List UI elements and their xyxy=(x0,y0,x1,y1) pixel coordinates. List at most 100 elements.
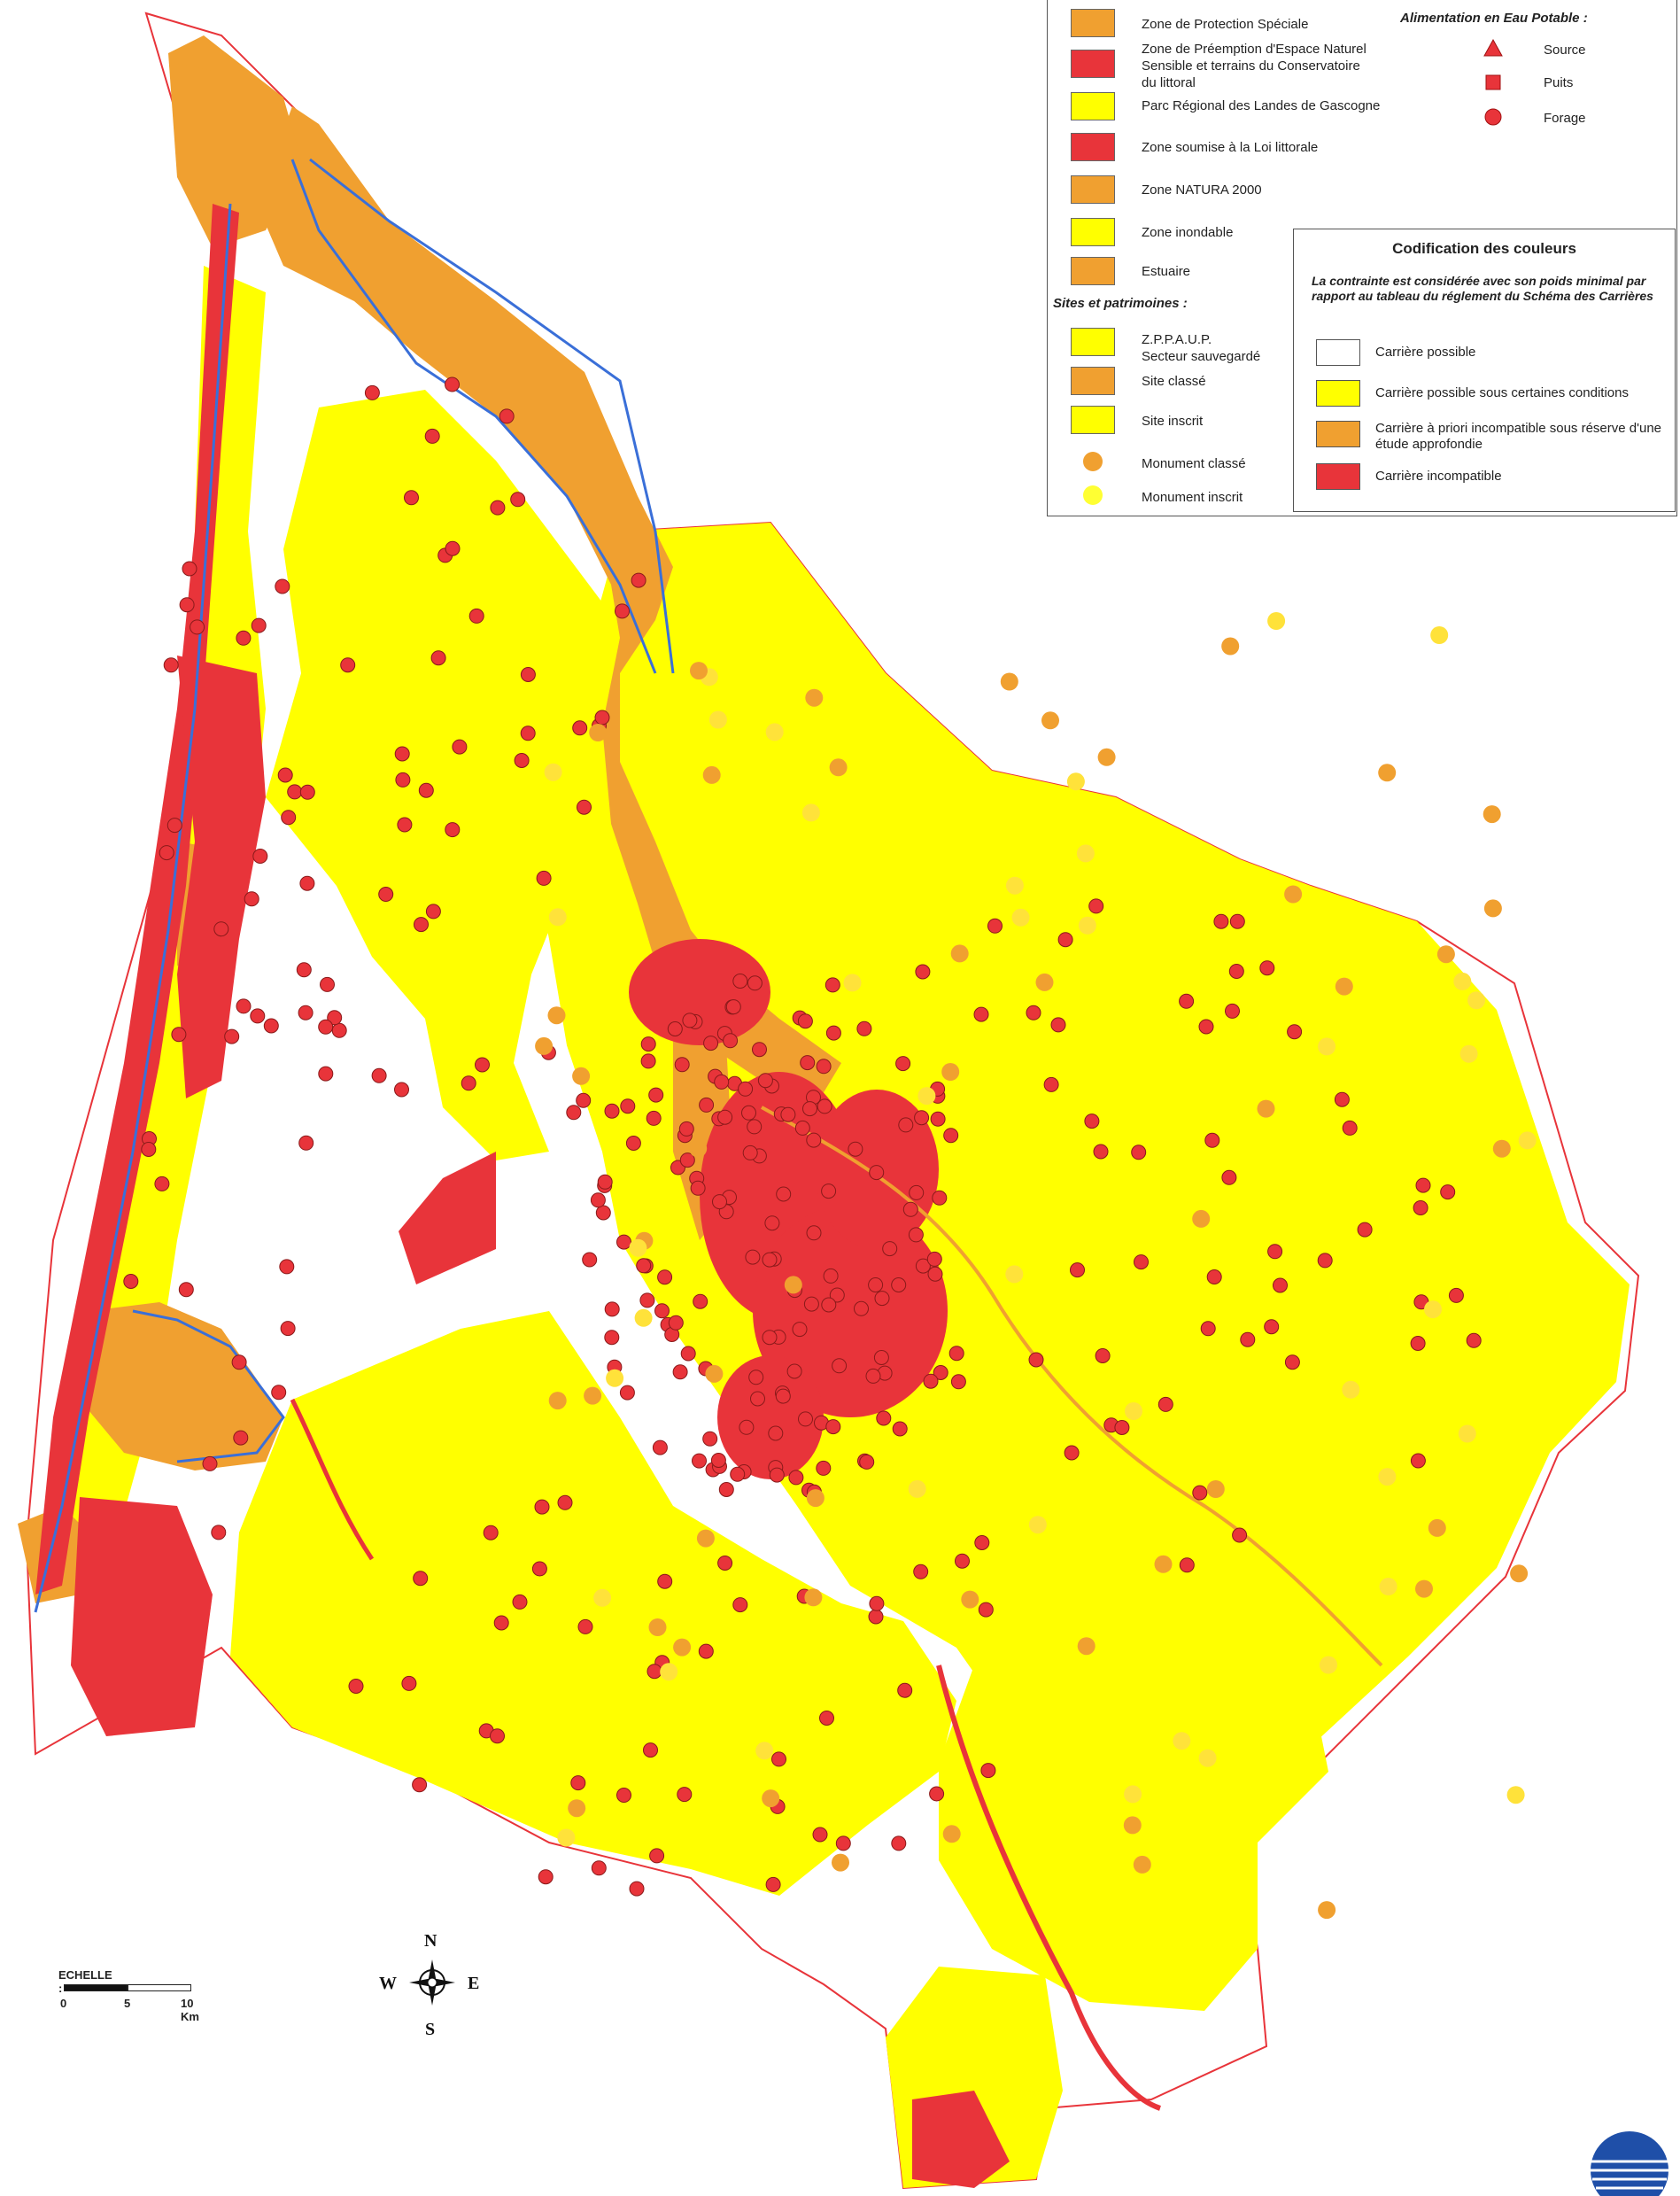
forage-point xyxy=(677,1787,693,1803)
legend-label-site-classe: Site classé xyxy=(1142,374,1206,389)
forage-point xyxy=(340,657,356,673)
forage-point xyxy=(490,1728,505,1744)
forage-point xyxy=(251,617,267,633)
forage-point xyxy=(1284,1354,1300,1370)
codif-swatch-possible xyxy=(1316,339,1360,366)
legend-label-forage: Forage xyxy=(1544,111,1586,126)
forage-point xyxy=(933,1365,948,1380)
forage-point xyxy=(865,1368,881,1384)
forage-point xyxy=(930,1111,946,1127)
monument-point xyxy=(1000,672,1018,691)
monument-point xyxy=(589,724,608,741)
forage-point xyxy=(747,975,763,991)
triangle-icon xyxy=(1483,39,1503,57)
legend-water-header: Alimentation en Eau Potable : xyxy=(1400,11,1588,26)
forage-point xyxy=(752,1042,767,1058)
forage-point xyxy=(748,1370,764,1385)
forage-point xyxy=(816,1059,832,1075)
forage-point xyxy=(468,608,484,624)
zone-red-coast xyxy=(35,204,239,1595)
forage-point xyxy=(747,1119,763,1135)
forage-point xyxy=(657,1269,673,1285)
monument-point xyxy=(696,1529,715,1548)
zone-red-river-2 xyxy=(290,1398,375,1561)
forage-point xyxy=(566,1105,582,1121)
forage-point xyxy=(797,1013,813,1029)
forage-point xyxy=(490,500,506,516)
monument-point xyxy=(908,1479,926,1498)
forage-point xyxy=(652,1439,668,1455)
forage-point xyxy=(769,1467,785,1483)
forage-point xyxy=(692,1453,707,1469)
legend-swatch-parc xyxy=(1071,92,1115,120)
forage-point xyxy=(636,1258,652,1274)
forage-point xyxy=(620,1098,636,1114)
monument-point xyxy=(584,1386,602,1405)
legend-swatch-zppaup xyxy=(1071,328,1115,356)
legend-label-monument-inscrit: Monument inscrit xyxy=(1142,490,1243,505)
forage-point xyxy=(236,630,252,646)
forage-point xyxy=(876,1410,892,1426)
forage-point xyxy=(698,1643,714,1659)
forage-point xyxy=(723,1033,739,1049)
monument-point xyxy=(961,1590,979,1609)
forage-point xyxy=(980,1763,996,1779)
forage-point xyxy=(233,1430,249,1446)
forage-point xyxy=(394,1082,409,1098)
codif-swatch-conditions xyxy=(1316,380,1360,407)
forage-point xyxy=(1200,1321,1216,1337)
forage-point xyxy=(643,1742,658,1758)
zone-orange-small-north xyxy=(173,62,221,168)
monument-point xyxy=(950,944,969,963)
forage-point xyxy=(823,1268,839,1284)
forage-point xyxy=(401,1675,417,1691)
forage-point xyxy=(394,746,410,762)
forage-point xyxy=(1198,1019,1214,1035)
forage-point xyxy=(430,650,446,666)
forage-point xyxy=(703,1036,719,1051)
forage-point xyxy=(629,1881,645,1897)
zone-red-arcachon xyxy=(71,1497,213,1736)
forage-point xyxy=(745,1249,761,1265)
forage-point xyxy=(298,1135,314,1151)
monument-point xyxy=(1005,876,1024,895)
forage-point xyxy=(738,1081,754,1097)
scale-bar-black xyxy=(64,1984,128,1991)
forage-point xyxy=(1413,1200,1428,1215)
forage-point xyxy=(825,1025,841,1041)
forage-point xyxy=(680,1346,696,1362)
codif-label-conditions: Carrière possible sous certaines conditi… xyxy=(1375,385,1629,400)
forage-point xyxy=(445,822,461,838)
zone-yellow-landes xyxy=(230,1311,956,1896)
forage-point xyxy=(1026,1005,1041,1020)
codification-note: La contrainte est considérée avec son po… xyxy=(1312,274,1653,303)
forage-point xyxy=(1264,1319,1280,1335)
forage-point xyxy=(1317,1253,1333,1269)
scale-tick-5: 5 xyxy=(124,1997,131,2010)
monument-point xyxy=(829,758,848,777)
monument-point xyxy=(1284,885,1303,904)
forage-point xyxy=(776,1186,792,1202)
forage-point xyxy=(923,1373,939,1389)
legend-label-site-inscrit: Site inscrit xyxy=(1142,414,1204,429)
forage-point xyxy=(299,784,315,800)
monument-point xyxy=(648,1618,667,1636)
legend-swatch-natura xyxy=(1071,175,1115,204)
forage-point xyxy=(445,540,461,556)
forage-point xyxy=(1088,898,1104,914)
forage-point xyxy=(1050,1017,1066,1033)
monument-point xyxy=(1011,908,1030,927)
forage-point xyxy=(882,1241,898,1257)
zone-red-central xyxy=(399,1152,496,1284)
forage-point xyxy=(1131,1145,1147,1160)
monument-point xyxy=(1041,711,1059,730)
zone-yellow-east xyxy=(531,523,1630,1949)
monument-point xyxy=(572,1067,591,1085)
forage-point xyxy=(657,1573,673,1589)
forage-point xyxy=(1221,1169,1237,1185)
forage-point xyxy=(1240,1331,1256,1347)
forage-point xyxy=(520,667,536,682)
monument-point xyxy=(660,1663,678,1681)
forage-point xyxy=(348,1679,364,1694)
